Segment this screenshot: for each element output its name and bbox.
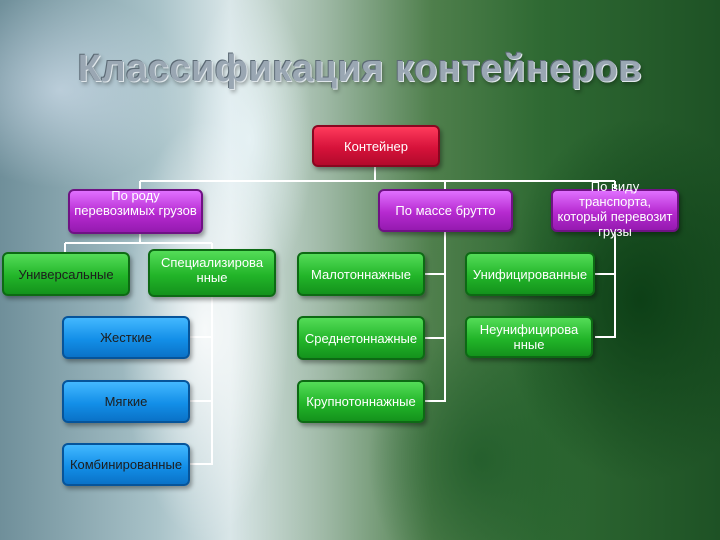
node-soft-label: Мягкие	[104, 394, 148, 409]
node-high-tonnage-label: Крупнотоннажные	[306, 394, 416, 409]
node-by-transport-type: По виду транспорта, который перевозит гр…	[551, 179, 679, 239]
node-low-tonnage: Малотоннажные	[297, 252, 425, 296]
node-universal: Универсальные	[2, 252, 130, 296]
node-by-cargo-label: По роду перевозимых грузов	[74, 188, 197, 218]
node-soft: Мягкие	[62, 380, 190, 423]
node-rigid: Жесткие	[62, 316, 190, 359]
node-by-cargo-type: По роду перевозимых грузов	[68, 188, 203, 234]
node-high-tonnage: Крупнотоннажные	[297, 380, 425, 423]
node-mid-tonnage-label: Среднетоннажные	[304, 330, 418, 346]
node-root-container: Контейнер	[312, 125, 440, 167]
node-combined: Комбинированные	[62, 443, 190, 486]
node-low-tonnage-label: Малотоннажные	[311, 266, 411, 282]
node-by-transport-label: По виду транспорта, который перевозит гр…	[557, 179, 673, 239]
node-non-unified: Неунифицирова нные	[465, 316, 593, 358]
node-combined-label: Комбинированные	[69, 457, 183, 472]
node-rigid-label: Жесткие	[100, 330, 152, 345]
mass-spine	[425, 232, 446, 402]
node-root-label: Контейнер	[344, 138, 408, 154]
node-universal-label: Универсальные	[18, 266, 114, 282]
node-specialized-label: Специализирова нные	[160, 255, 264, 285]
node-specialized: Специализирова нные	[148, 249, 276, 297]
node-mid-tonnage: Среднетоннажные	[297, 316, 425, 360]
slide-title: Классификация контейнеров	[77, 48, 643, 90]
node-unified-label: Унифицированные	[472, 266, 588, 282]
specialized-spine	[190, 297, 213, 465]
node-by-mass-label: По массе брутто	[395, 203, 496, 218]
node-non-unified-label: Неунифицирова нные	[479, 322, 579, 352]
transport-spine	[595, 232, 616, 338]
node-unified: Унифицированные	[465, 252, 595, 296]
node-by-gross-mass: По массе брутто	[378, 189, 513, 232]
